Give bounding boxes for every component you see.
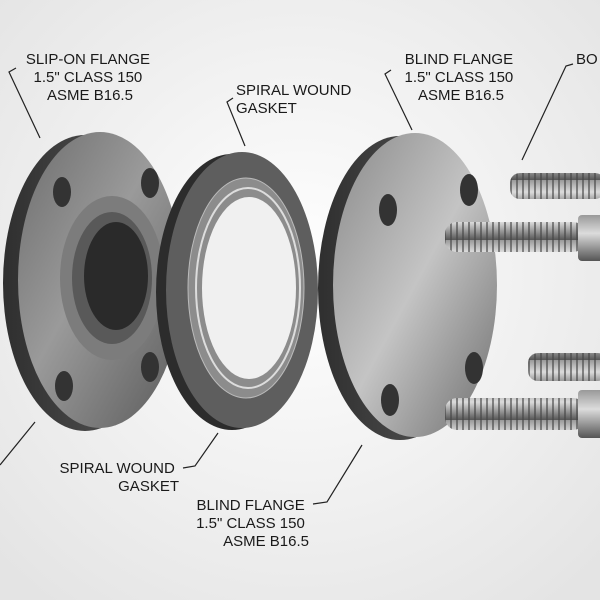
bolt-hole — [141, 352, 159, 382]
bolt — [445, 222, 585, 252]
leader-gasket-bottom — [182, 432, 219, 469]
bolt — [445, 398, 585, 430]
leader-slip-on-flange — [8, 67, 41, 139]
bolt — [528, 353, 600, 381]
bolt-hole — [381, 384, 399, 416]
bolt-hole — [53, 177, 71, 207]
blind-flange — [318, 133, 497, 440]
bolt-hole — [379, 194, 397, 226]
label-bolt-cropped: BO — [576, 51, 598, 68]
bolt-hole — [141, 168, 159, 198]
bolt-hole — [460, 174, 478, 206]
bolt-head — [578, 390, 600, 438]
leader-gasket-top — [226, 97, 246, 147]
leader-bolt — [521, 63, 574, 161]
bolts — [445, 173, 600, 438]
label-slip-on-flange: SLIP-ON FLANGE 1.5" CLASS 150 ASME B16.5 — [26, 51, 154, 104]
slip-on-flange — [3, 132, 182, 431]
spiral-wound-gasket — [156, 152, 318, 430]
label-gasket-bottom: SPIRAL WOUND GASKET — [60, 460, 179, 495]
label-blind-flange-top: BLIND FLANGE 1.5" CLASS 150 ASME B16.5 — [405, 51, 518, 104]
bolt-hole — [465, 352, 483, 384]
bolt-hole — [55, 371, 73, 401]
bolt-head — [578, 215, 600, 261]
leader-blind-flange-bottom — [312, 444, 363, 505]
label-gasket-top: SPIRAL WOUND GASKET — [236, 82, 355, 117]
leader-slip-on-bottom — [0, 421, 36, 466]
bolt — [510, 173, 600, 199]
label-blind-flange-bottom: BLIND FLANGE 1.5" CLASS 150 ASME B16.5 — [196, 497, 309, 550]
leader-blind-flange-top — [384, 69, 413, 131]
